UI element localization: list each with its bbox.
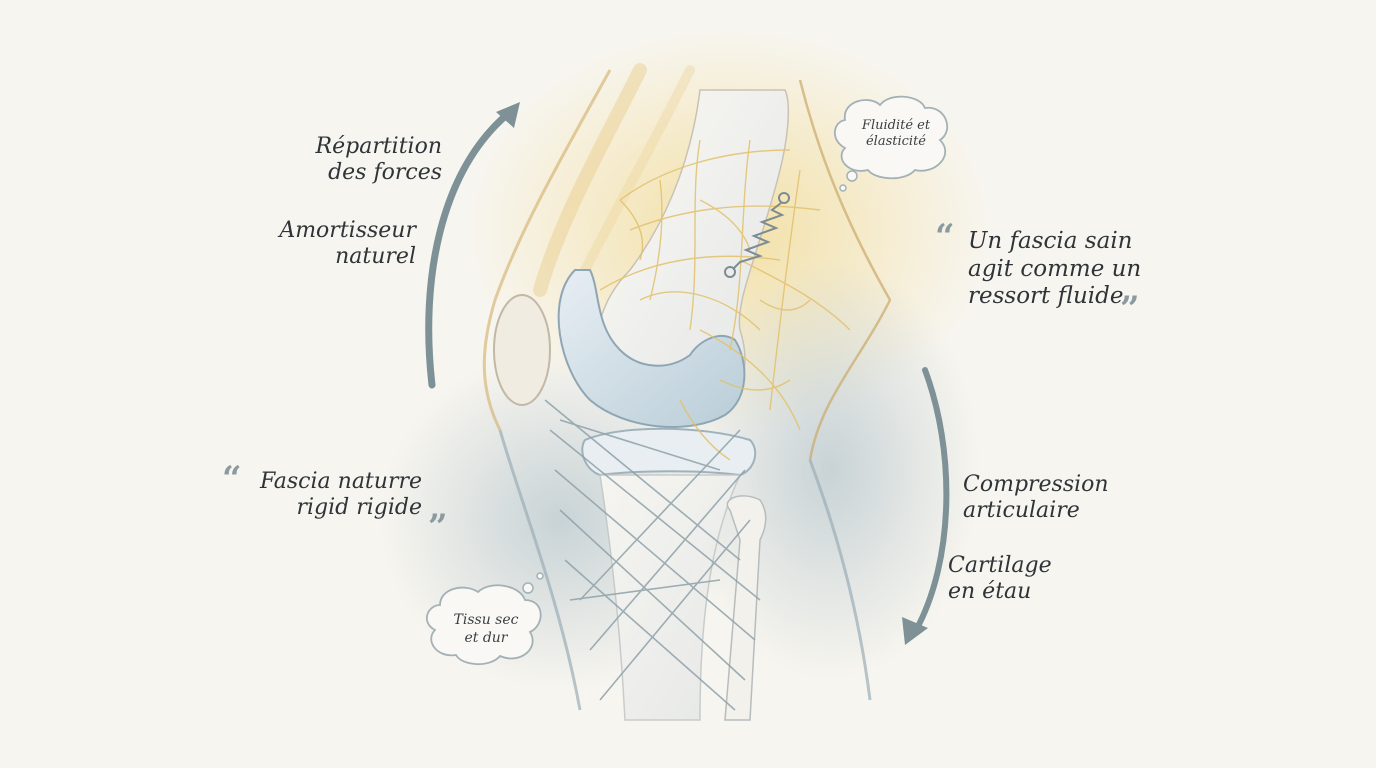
label-fascia-rigide: Fascia naturre rigid rigide: [260, 469, 422, 521]
down-arrow-head: [902, 617, 928, 645]
thought-bubble-icon-2: [425, 572, 544, 666]
down-arrow-icon: [912, 367, 950, 635]
up-arrow-icon: [425, 108, 514, 389]
label-amortisseur: Amortisseur naturel: [279, 218, 416, 270]
femoral-condyle: [557, 269, 746, 428]
spring-icon: [724, 192, 790, 278]
close-quote-icon: ”: [428, 507, 448, 547]
label-cartilage: Cartilage en étau: [948, 553, 1052, 605]
fibula: [724, 495, 767, 721]
open-quote-icon: “: [222, 459, 242, 499]
quadriceps-tendon: [533, 63, 647, 297]
open-quote-icon-2: “: [935, 217, 955, 257]
thigh-back-outline: [798, 79, 892, 461]
thigh-front-outline: [482, 69, 612, 431]
bubble-tissu: Tissu sec et dur: [453, 612, 519, 646]
bubble-fluidite: Fluidité et élasticité: [861, 118, 931, 150]
label-compression: Compression articulaire: [963, 472, 1109, 524]
quadriceps-tendon-2: [575, 65, 695, 285]
shin-outline: [498, 429, 582, 711]
label-repartition: Répartition des forces: [315, 134, 442, 186]
patella: [493, 294, 551, 406]
calf-outline: [808, 459, 872, 701]
up-arrow-head: [496, 102, 520, 128]
close-quote-icon-2: ”: [1120, 289, 1140, 329]
label-fascia-sain: Un fascia sain agit comme un ressort flu…: [968, 228, 1142, 310]
rigid-fascia-lines: [544, 399, 761, 711]
thought-bubble-icon: [833, 95, 949, 192]
